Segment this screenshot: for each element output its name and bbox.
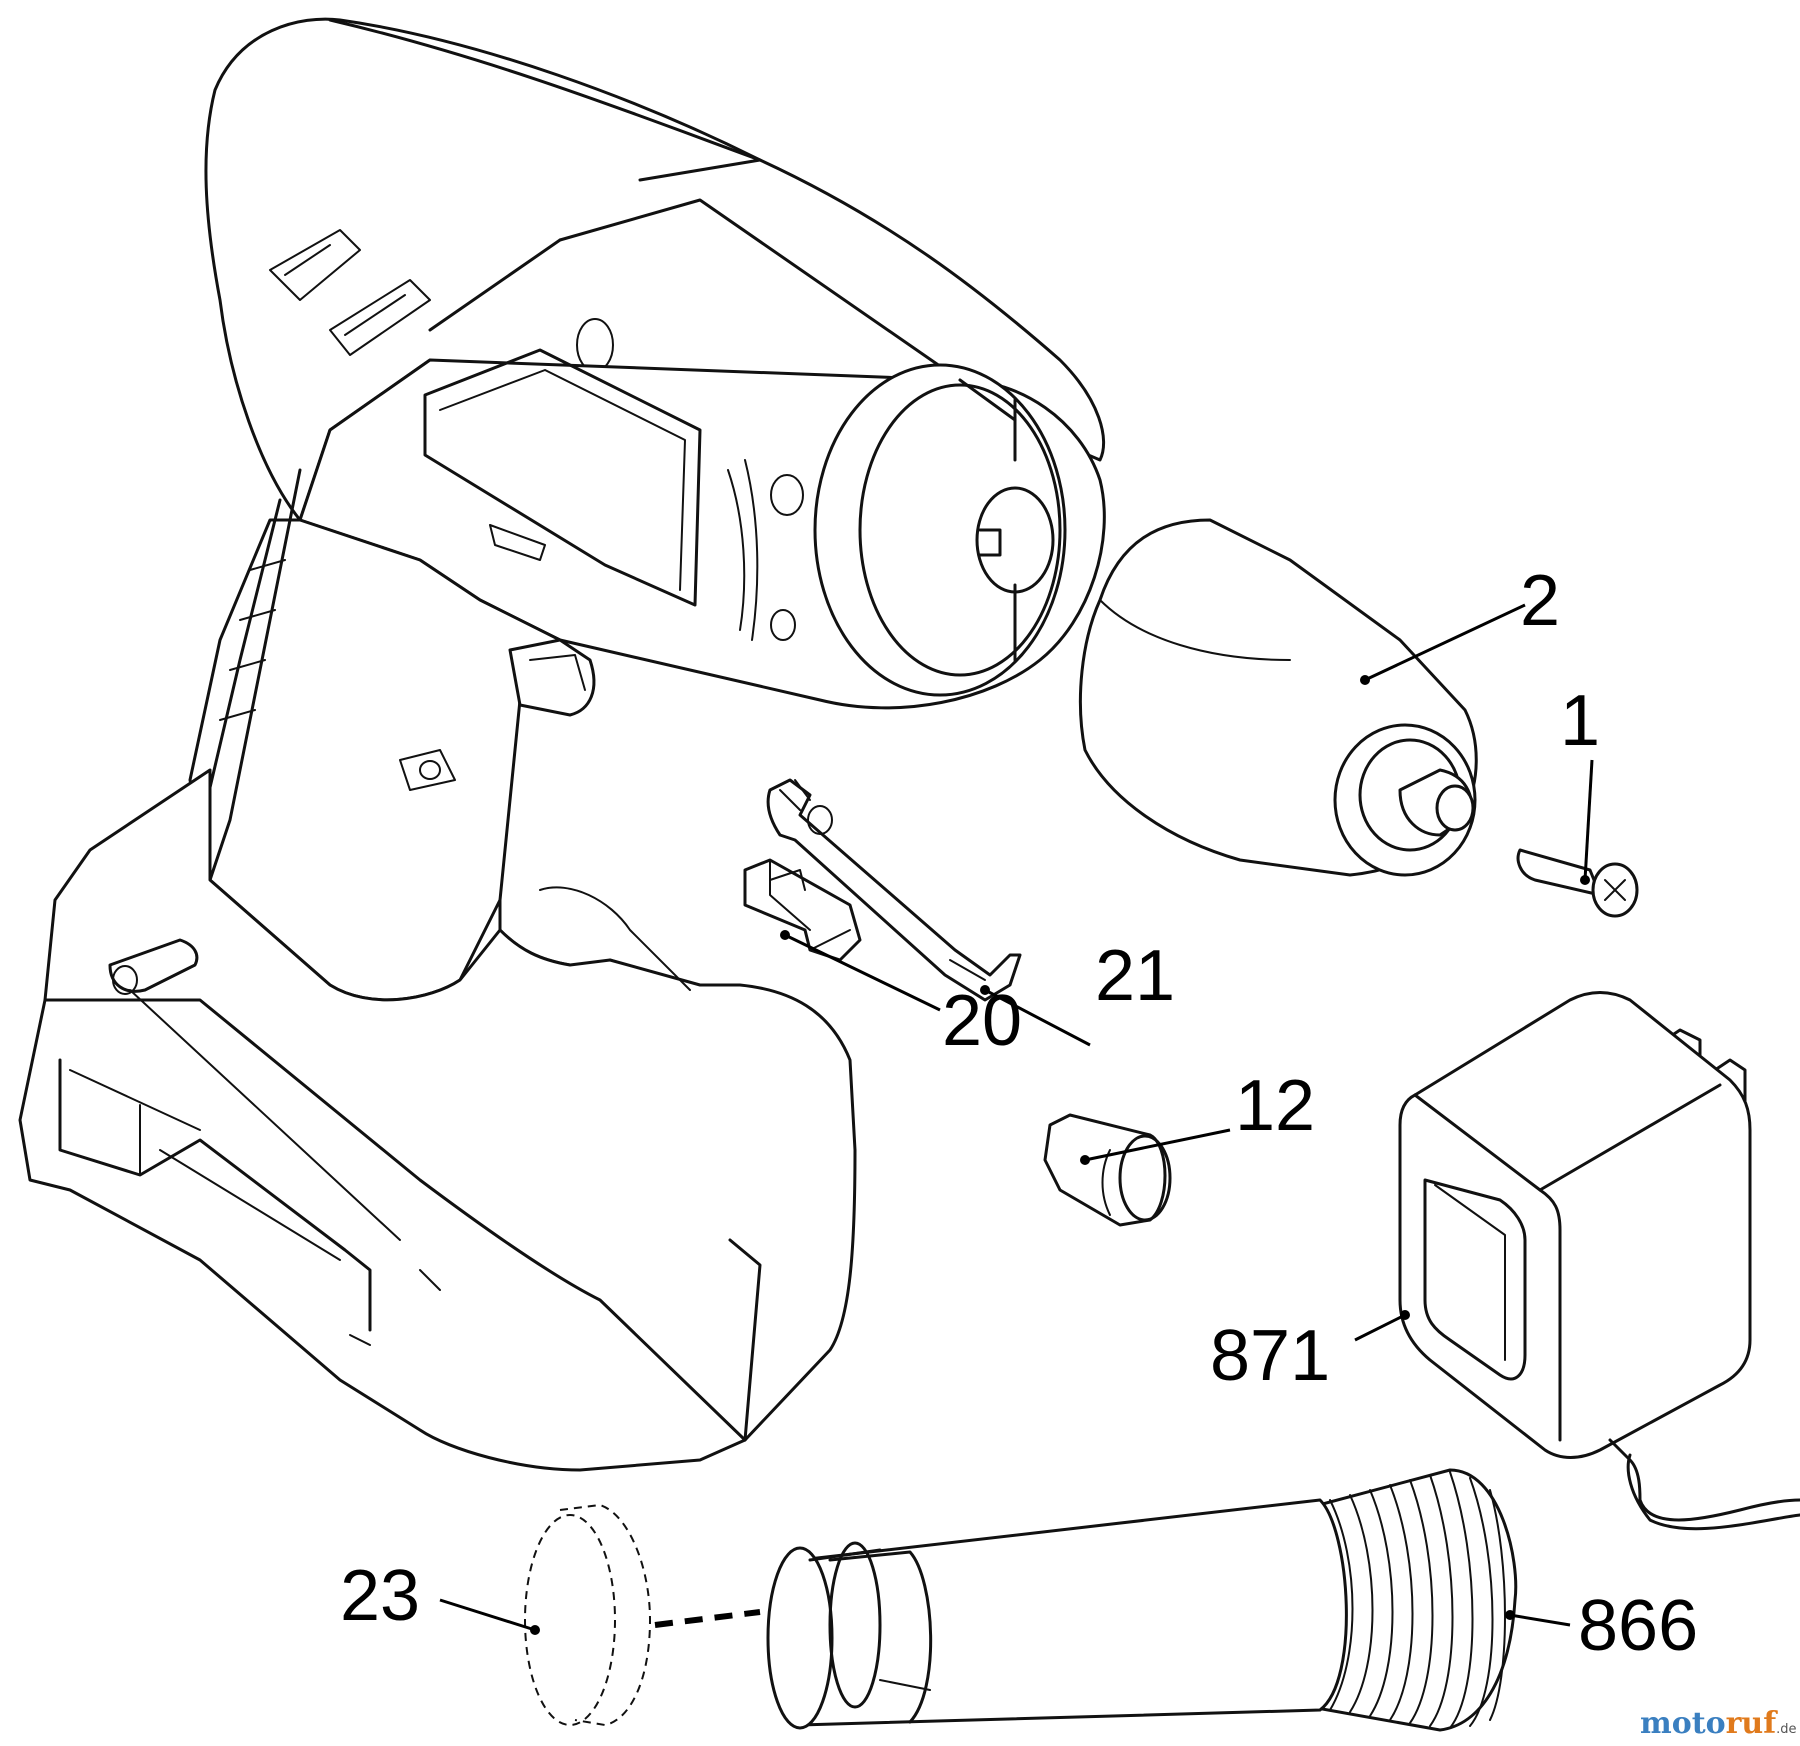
leader-20 [784,933,941,1012]
watermark-tld: .de [1776,1722,1796,1737]
leader-866 [1509,1613,1571,1627]
callout-21: 21 [1095,936,1175,1016]
part-cap [524,1503,652,1727]
leader-2 [1364,603,1526,682]
watermark-logo: motoruf.de [1640,1706,1797,1741]
leader-23 [439,1598,536,1632]
part-bit [766,778,1022,1002]
callout-871: 871 [1210,1316,1330,1396]
part-plug [1043,1113,1172,1227]
part-battery [766,1468,1518,1732]
leader-12 [1084,1128,1231,1162]
part-charger [1398,991,1800,1531]
part-chuck [1078,518,1478,877]
callout-23: 23 [340,1556,420,1636]
callout-12: 12 [1235,1066,1315,1146]
callout-20: 20 [942,981,1022,1061]
callout-866: 866 [1578,1586,1698,1666]
watermark-moto: moto [1640,1706,1726,1741]
callout-labels: 2 1 21 20 12 871 23 866 [340,561,1698,1666]
watermark-ruf: ruf [1726,1706,1779,1741]
drill-body [18,17,1106,1472]
cap-connector [654,1609,761,1628]
callout-2: 2 [1520,561,1560,641]
leader-21 [984,988,1091,1047]
callout-1: 1 [1560,681,1600,761]
leader-871 [1354,1313,1406,1342]
leader-lines [439,603,1594,1632]
svg-text:motoruf.de: motoruf.de [1640,1706,1797,1741]
part-screw [1516,848,1639,918]
leader-1 [1583,759,1594,881]
